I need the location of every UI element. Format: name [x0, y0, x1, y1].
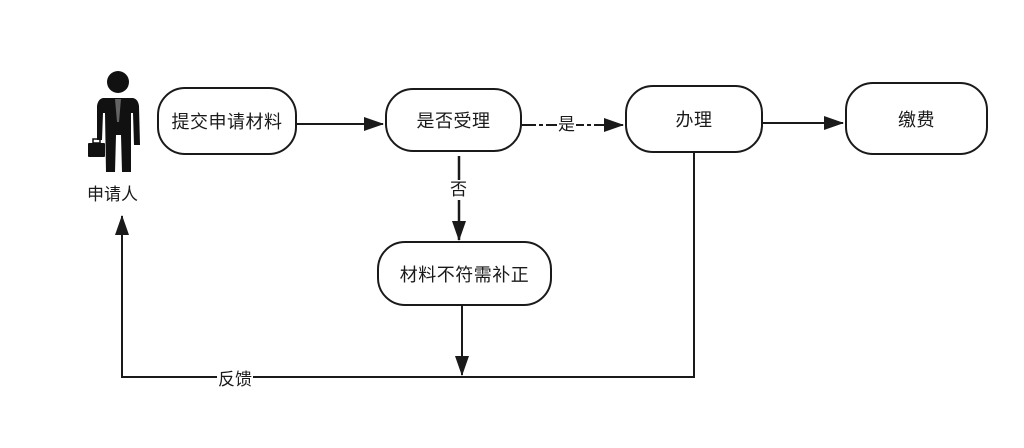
node-pay[interactable]: 缴费: [845, 82, 988, 155]
node-supplement[interactable]: 材料不符需补正: [377, 241, 552, 306]
edge-label-yes: 是: [557, 115, 576, 135]
actor-label: 申请人: [87, 185, 138, 205]
node-submit-materials[interactable]: 提交申请材料: [157, 87, 297, 155]
edge-process-to-feedback: [115, 153, 695, 378]
edge-label-feedback: 反馈: [217, 370, 253, 390]
node-accept-check[interactable]: 是否受理: [385, 88, 522, 152]
businessman-icon: [88, 71, 140, 172]
edge-label-no: 否: [449, 180, 468, 200]
node-process[interactable]: 办理: [625, 85, 763, 153]
